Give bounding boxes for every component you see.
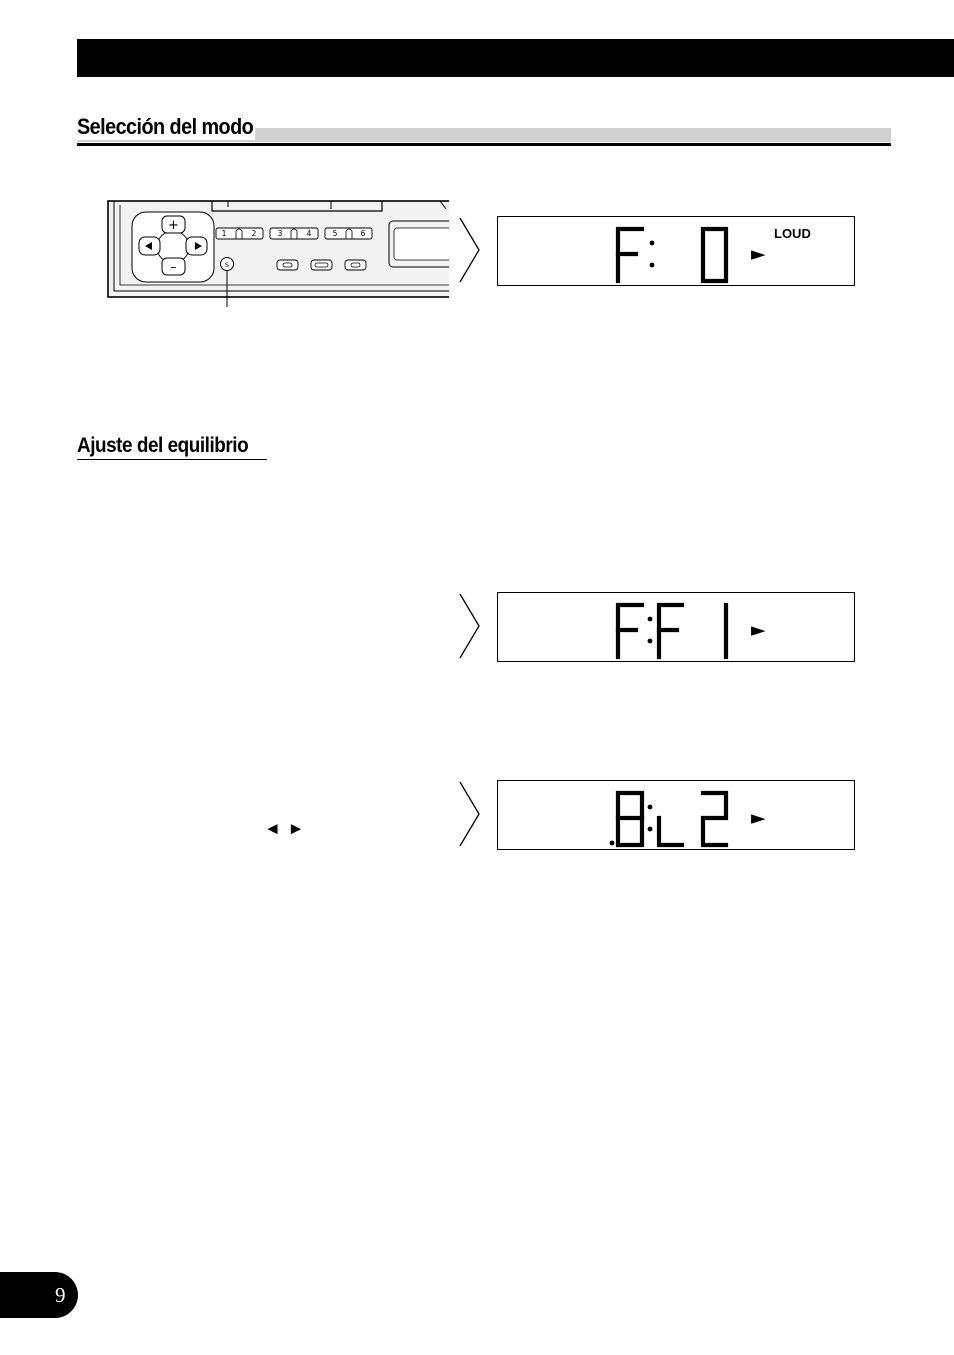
lcd-display-2: ► (497, 592, 855, 662)
lcd-arrow: ► (751, 619, 766, 641)
left-right-arrow-keys: ◄ ► (264, 819, 306, 838)
section-title: Selección del modo (77, 114, 256, 140)
right-arrow-icon[interactable] (185, 236, 208, 256)
svg-text:3: 3 (278, 229, 283, 238)
heading-rule (77, 143, 891, 146)
lcd-display-1: LOUD ► (497, 216, 855, 286)
step-arrow-icon (459, 593, 480, 659)
lcd-segments: ► (615, 602, 766, 660)
lcd-display-3: ► (497, 780, 855, 850)
left-arrow-icon[interactable] (138, 236, 161, 256)
svg-text:–: – (171, 260, 177, 274)
page-number-tab: 9 (0, 1272, 78, 1318)
loud-indicator: LOUD (774, 226, 811, 241)
section-heading-mode: Selección del modo (77, 114, 891, 148)
header-bar (77, 39, 954, 77)
subsection-heading-balance: Ajuste del equilibrio (77, 434, 268, 460)
s-button[interactable]: S (220, 257, 234, 271)
svg-text:6: 6 (361, 229, 366, 238)
step-arrow-icon (459, 781, 480, 847)
lcd-arrow: ► (751, 243, 766, 265)
svg-text:4: 4 (307, 229, 312, 238)
lcd-arrow: ► (751, 807, 766, 829)
plus-icon[interactable]: + (161, 215, 186, 234)
page-number: 9 (55, 1283, 66, 1307)
svg-text:1: 1 (222, 229, 227, 238)
svg-text:5: 5 (333, 229, 338, 238)
svg-text:S: S (225, 261, 229, 269)
step-arrow-icon (459, 217, 480, 283)
minus-icon[interactable]: – (161, 257, 186, 276)
lcd-segments: ► (609, 790, 766, 848)
head-unit-illustration: + – 1 2 3 4 5 6 S (107, 200, 449, 307)
subsection-title: Ajuste del equilibrio (77, 434, 249, 457)
heading-band (77, 128, 891, 142)
svg-text:+: + (168, 218, 179, 233)
lcd-segments: LOUD ► (615, 226, 811, 284)
svg-text:2: 2 (252, 229, 257, 238)
